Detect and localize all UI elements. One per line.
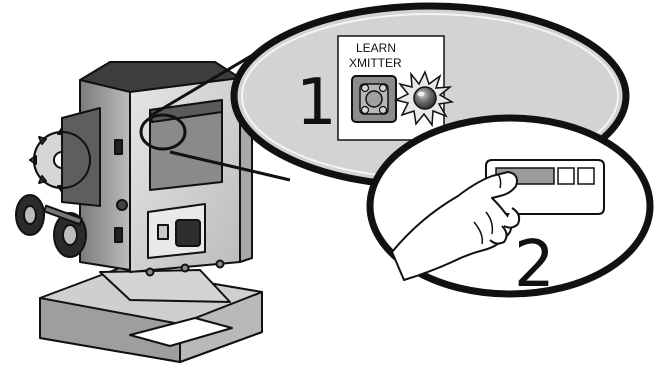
callout-step-2: 2 [370, 118, 650, 302]
xmitter-label: XMITTER [349, 56, 402, 70]
step-1-number: 1 [296, 66, 337, 140]
learn-button-icon[interactable] [352, 76, 396, 122]
gate-operator-machine [16, 62, 262, 362]
step-2-number: 2 [514, 228, 555, 302]
learn-label: LEARN [356, 41, 396, 55]
